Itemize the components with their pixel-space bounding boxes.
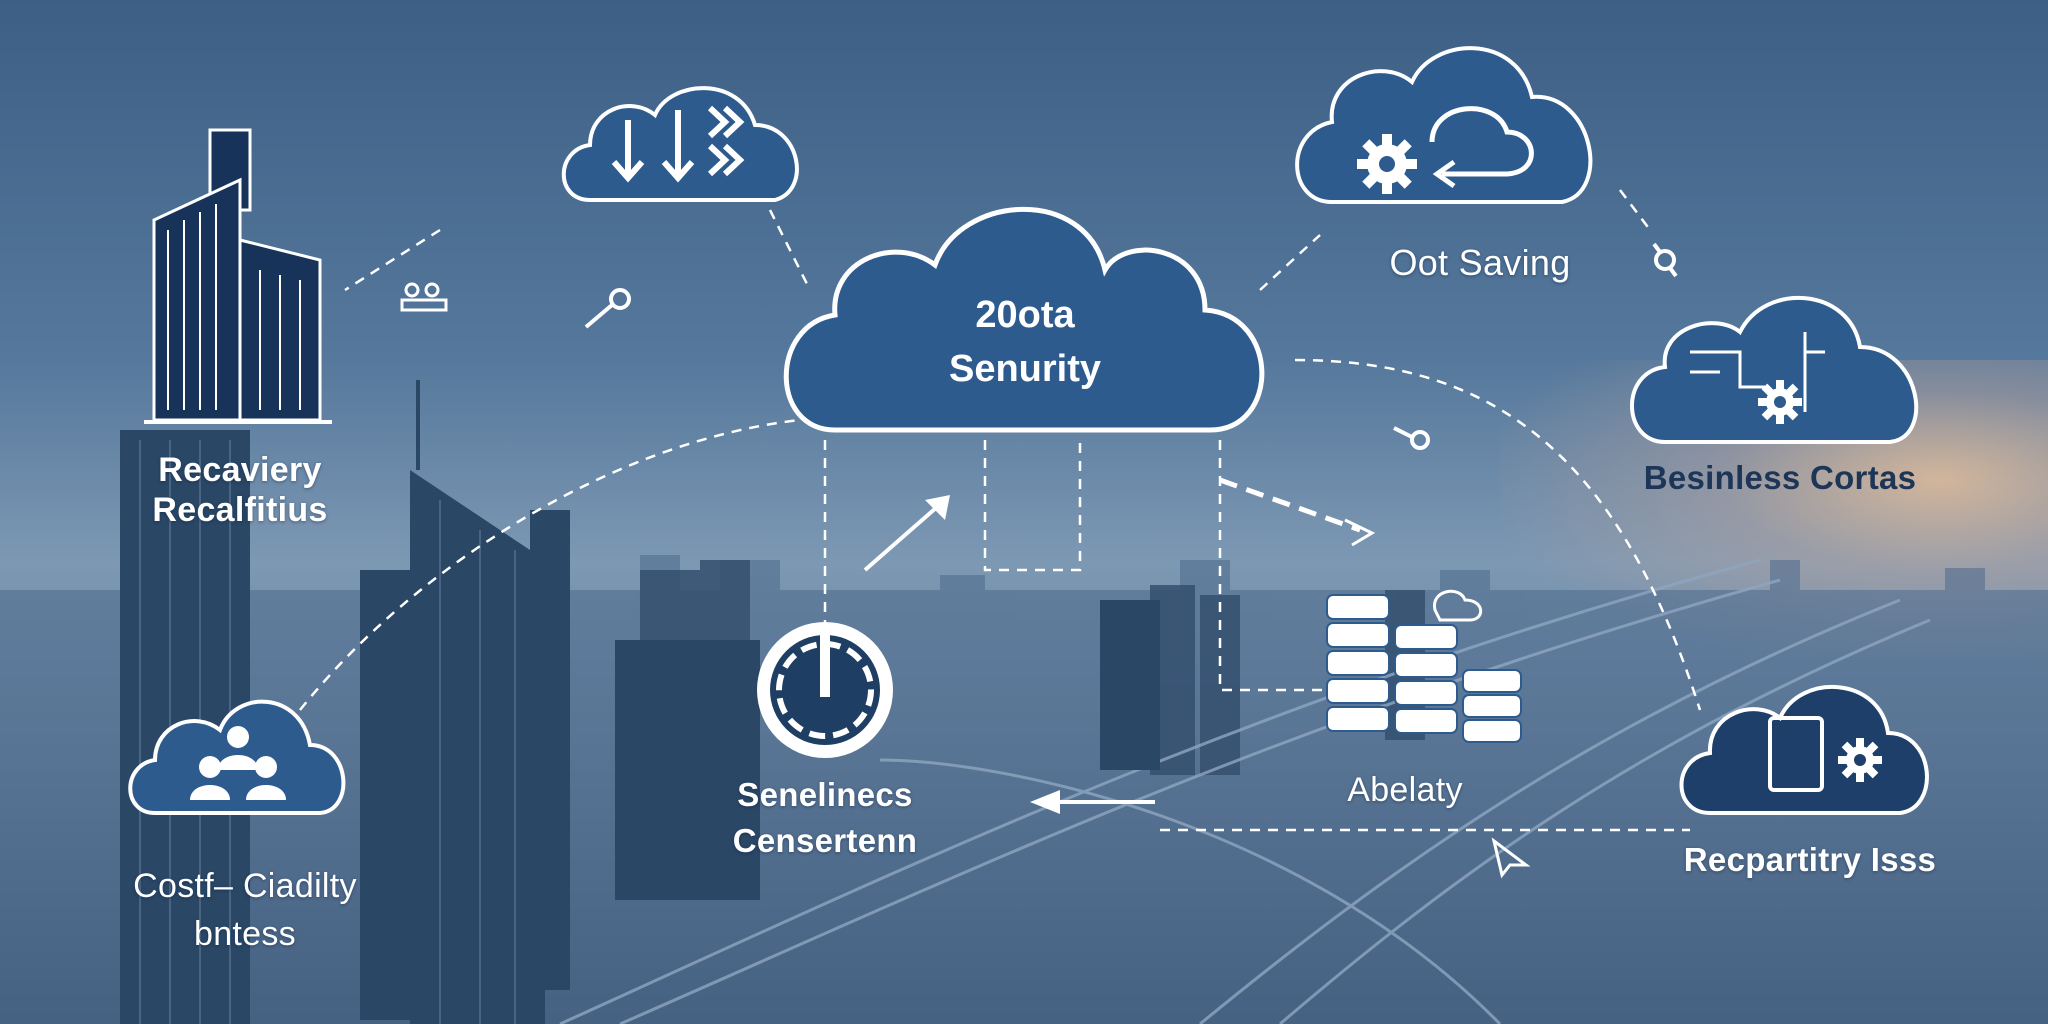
office-building-icon [144,128,332,424]
cloud-gear-sync-icon[interactable] [1282,22,1622,212]
label-recovery-line2: Recalfitius [152,491,328,529]
cloud-network-gear-icon[interactable] [1620,272,1935,447]
center-cloud-line2: Senurity [948,348,1102,390]
label-cost-capacity: Costf– Ciadilty bntess [90,862,400,958]
cloud-transfer-icon[interactable] [550,70,820,210]
center-cloud-shape[interactable] [765,175,1285,445]
label-recovery-line1: Recaviery [158,451,322,489]
pointer-icon [1491,837,1531,879]
plug-icon [1652,242,1678,278]
center-cloud-title: 20ota Senurity [880,288,1170,396]
label-repartitry: Recpartitry Isss [1683,841,1937,878]
label-recovery: Recaviery Recalfitius [105,450,375,530]
label-services-line1: Senelinecs [737,776,913,813]
label-cost-capacity-line1: Costf– Ciadilty [133,867,357,905]
label-services-line2: Censertenn [732,822,918,859]
label-ability: Abelaty [1347,771,1463,809]
gauge-icon [757,622,893,758]
cloud-users-icon[interactable] [120,685,355,820]
key-icon [584,288,631,329]
cloud-tablet-gear-icon[interactable] [1670,668,1940,818]
link-icon [1393,426,1430,450]
label-cost-saving: Oot Saving [1389,242,1571,283]
database-stack-icon [1326,589,1522,743]
label-business: Besinless Cortas [1643,459,1917,496]
center-cloud-line1: 20ota [975,294,1075,336]
network-node-icon [400,282,448,312]
label-services: Senelinecs Censertenn [690,772,960,864]
label-cost-capacity-line2: bntess [194,915,296,953]
